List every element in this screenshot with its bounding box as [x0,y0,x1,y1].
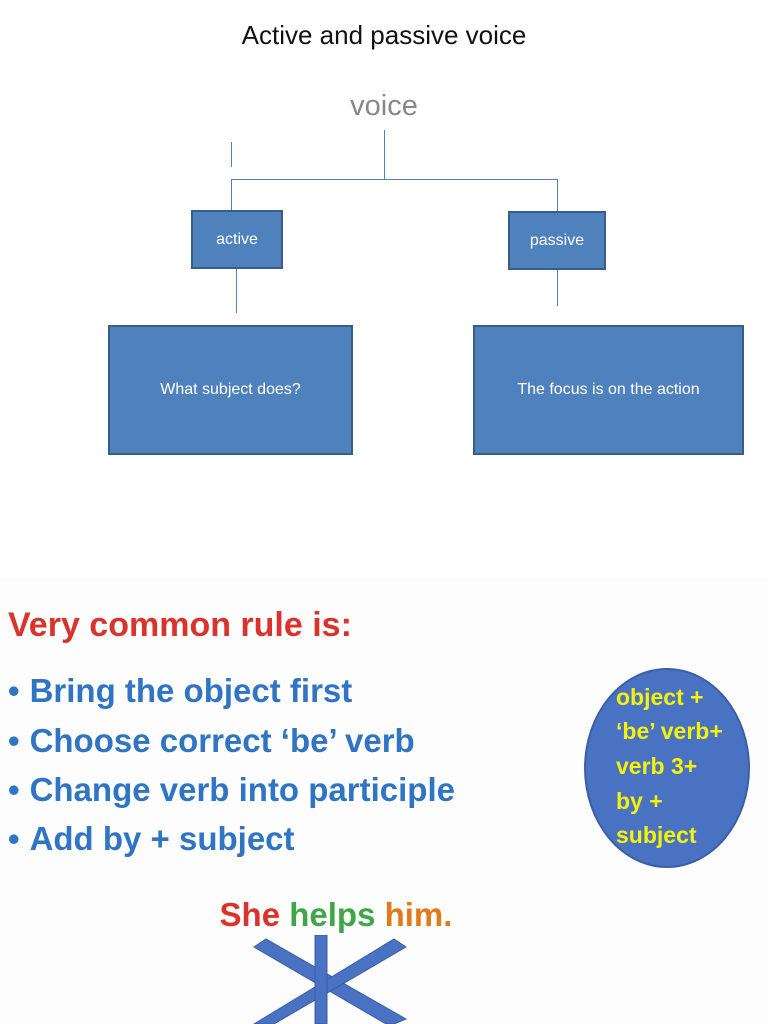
formula-line-1: object + [616,684,704,710]
bullet-dot: • [8,672,20,709]
rule-bullet-text: Choose correct ‘be’ verb [29,722,415,759]
formula-oval [584,668,750,868]
node-active: active [191,210,283,269]
example-verb: helps [289,896,376,933]
connector-right-down [557,179,558,212]
example-subject: She [219,896,281,933]
rule-bullet-text: Change verb into participle [29,771,455,808]
formula-line-2: ‘be’ verb+ [616,718,723,744]
rule-heading: Very common rule is: [8,606,352,644]
connector-active-desc [236,269,237,313]
rule-bullet-text: Add by + subject [29,820,295,857]
connector-horizontal [231,179,558,180]
bullet-dot: • [8,771,20,808]
rule-bullet-text: Bring the object first [29,672,353,709]
example-object: him. [384,896,453,933]
rule-bullet-1: •Bring the object first [8,672,352,710]
connector-stub-left [231,142,232,167]
rule-bullet-3: •Change verb into participle [8,771,455,809]
rule-bullet-2: •Choose correct ‘be’ verb [8,722,415,760]
swap-arrows-graphic [253,935,408,1024]
node-active-description: What subject does? [108,325,353,455]
node-passive: passive [508,211,606,270]
swap-arrows-icon [253,935,408,1024]
formula-line-4: by + [616,788,663,814]
page-title: Active and passive voice [241,20,527,50]
connector-left-down [231,179,232,212]
bullet-dot: • [8,820,20,857]
connector-root-down [384,130,385,180]
formula-line-5: subject [616,822,697,848]
bullet-dot: • [8,722,20,759]
formula-line-3: verb 3+ [616,753,698,779]
connector-passive-desc [557,270,558,306]
rule-bullet-4: •Add by + subject [8,820,295,858]
node-passive-description: The focus is on the action [473,325,744,455]
example-sentence: She helps him. [0,896,672,934]
root-node-voice: voice [350,90,418,122]
